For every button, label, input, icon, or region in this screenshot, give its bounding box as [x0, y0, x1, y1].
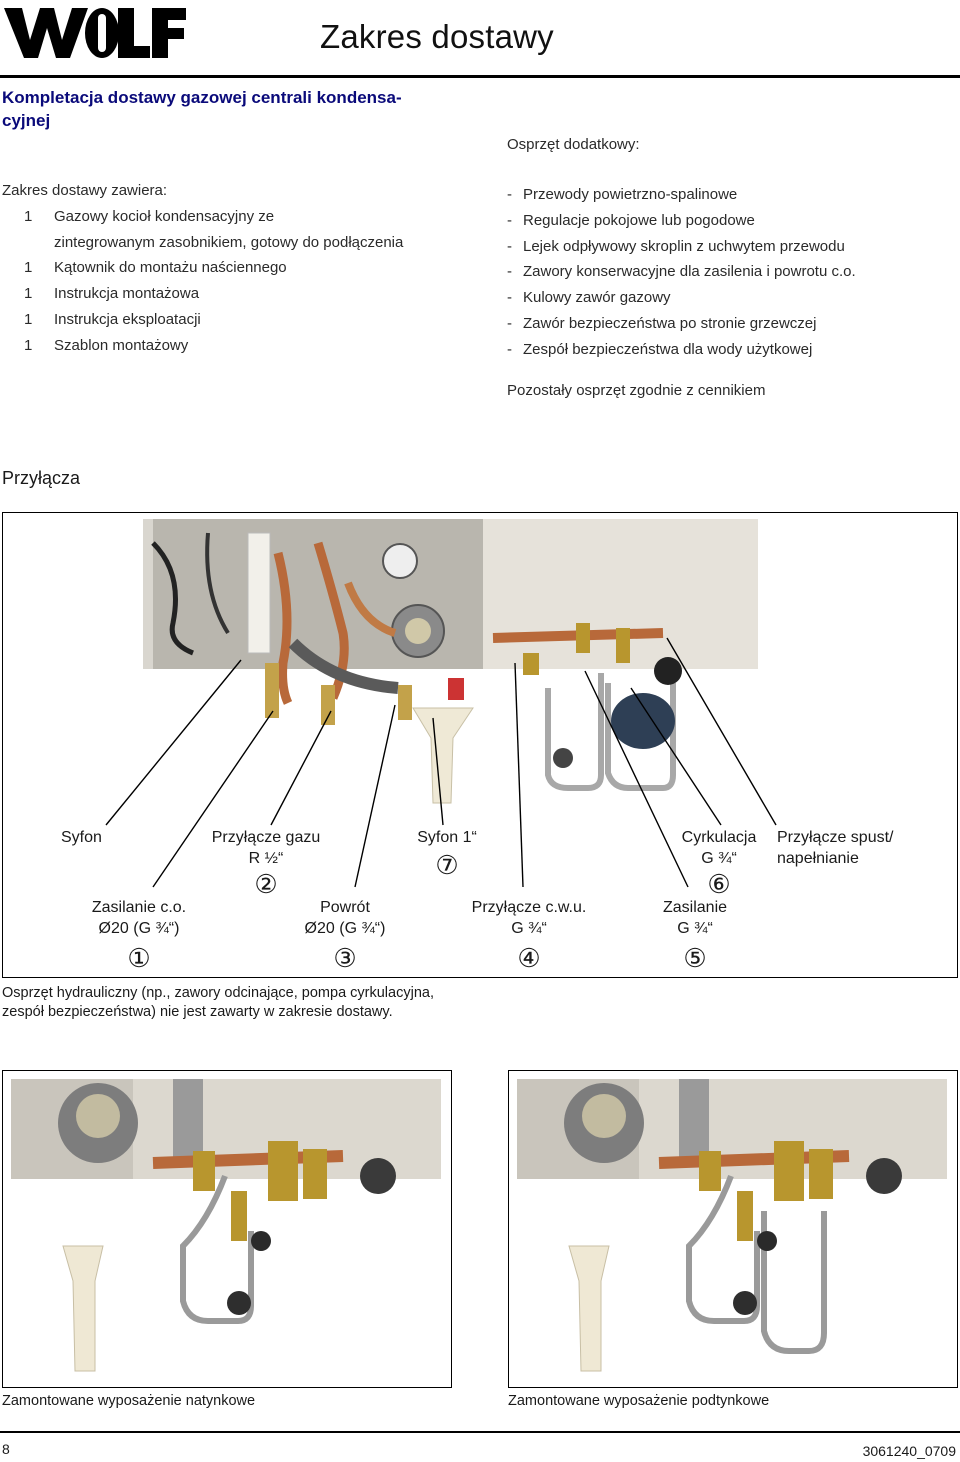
item-qty: 1 — [24, 285, 33, 303]
boiler-connections-illustration — [105, 519, 777, 888]
item-text: Szablon montażowy — [54, 336, 189, 354]
page-number: 8 — [2, 1441, 10, 1457]
list-item: 1 Instrukcja eksploatacji — [24, 307, 492, 333]
list-item: -Lejek odpływowy skroplin z uchwytem prz… — [507, 234, 957, 260]
accessories-note: Pozostały osprzęt zgodnie z cennikiem — [507, 382, 766, 399]
delivery-heading: Kompletacja dostawy gazowej centrali kon… — [2, 86, 472, 132]
label-drain-line2: napełnianie — [777, 850, 859, 867]
callout-number-7: ⑦ — [435, 850, 459, 880]
list-item: -Regulacje pokojowe lub pogodowe — [507, 208, 957, 234]
photo-flush-mounted — [508, 1070, 958, 1388]
caption-surface-mounted: Zamontowane wyposażenie natynkowe — [2, 1393, 256, 1409]
accessory-text: Regulacje pokojowe lub pogodowe — [523, 211, 755, 229]
item-qty: 1 — [24, 336, 33, 354]
callout-number-2: ② — [254, 869, 278, 899]
label-syfon: Syfon — [61, 829, 102, 846]
delivery-heading-line1: Kompletacja dostawy gazowej centrali kon… — [2, 88, 402, 107]
hydraulic-note-line2: zespół bezpieczeństwa) nie jest zawarty … — [2, 1004, 393, 1020]
list-item: -Zawór bezpieczeństwa po stronie grzewcz… — [507, 311, 957, 337]
callout-number-4: ④ — [517, 943, 541, 973]
label-syfon1-line1: Syfon 1“ — [417, 829, 477, 846]
item-text-cont: zintegrowanym zasobnikiem, gotowy do pod… — [54, 233, 404, 251]
list-item: -Zespół bezpieczeństwa dla wody użytkowe… — [507, 337, 957, 363]
label-drain-fill: Przyłącze spust/ napełnianie — [777, 827, 893, 869]
label-dhw-connection: Przyłącze c.w.u. G ¾“ ④ — [459, 897, 599, 971]
label-circ-line2: G ¾“ — [701, 850, 737, 867]
callout-number-6: ⑥ — [707, 869, 731, 899]
label-supply-line2: G ¾“ — [677, 920, 713, 937]
scope-list: 1 Gazowy kocioł kondensacyjny ze zintegr… — [24, 204, 492, 359]
item-qty: 1 — [24, 310, 33, 328]
hydraulic-note: Osprzęt hydrauliczny (np., zawory odcina… — [2, 984, 482, 1022]
label-supply-line1: Zasilanie — [662, 899, 728, 916]
delivery-heading-line2: cyjnej — [2, 111, 51, 130]
wolf-logo — [2, 4, 188, 62]
bullet-dash: - — [507, 186, 512, 203]
connections-figure: Syfon Przyłącze gazu R ½“ ② Syfon 1“ ⑦ C… — [2, 512, 958, 978]
label-circulation: Cyrkulacja G ¾“ ⑥ — [671, 827, 767, 897]
list-item: 1 Gazowy kocioł kondensacyjny ze zintegr… — [24, 204, 492, 256]
accessory-text: Kulowy zawór gazowy — [523, 289, 671, 307]
label-gas-line1: Przyłącze gazu — [211, 829, 321, 846]
scope-title: Zakres dostawy zawiera: — [2, 182, 168, 199]
accessory-text: Zawory konserwacyjne dla zasilenia i pow… — [523, 263, 856, 281]
label-supply-co-line2: Ø20 (G ¾“) — [98, 920, 180, 937]
accessories-list: -Przewody powietrzno-spalinowe -Regulacj… — [507, 182, 957, 363]
accessory-text: Zawór bezpieczeństwa po stronie grzewcze… — [523, 314, 817, 332]
accessories-title: Osprzęt dodatkowy: — [507, 136, 640, 153]
list-item: 1 Kątownik do montażu naściennego — [24, 255, 492, 281]
surface-mount-illustration — [11, 1079, 441, 1372]
list-item: 1 Szablon montażowy — [24, 333, 492, 359]
list-item: -Zawory konserwacyjne dla zasilenia i po… — [507, 259, 957, 285]
label-supply-co: Zasilanie c.o. Ø20 (G ¾“) ① — [75, 897, 203, 971]
bullet-dash: - — [507, 263, 512, 281]
label-supply: Zasilanie G ¾“ ⑤ — [645, 897, 745, 971]
label-cwu-line2: G ¾“ — [511, 920, 547, 937]
header-divider — [0, 75, 960, 78]
scope-block: Zakres dostawy zawiera: 1 Gazowy kocioł … — [2, 178, 492, 359]
label-circ-line1: Cyrkulacja — [681, 829, 757, 846]
bullet-dash: - — [507, 314, 512, 332]
callout-number-5: ⑤ — [683, 943, 707, 973]
item-text: Instrukcja montażowa — [54, 285, 200, 303]
accessory-text: Lejek odpływowy skroplin z uchwytem prze… — [523, 237, 845, 255]
item-text: Kątownik do montażu naściennego — [54, 259, 287, 277]
label-syfon1: Syfon 1“ ⑦ — [407, 827, 487, 878]
label-return-line2: Ø20 (G ¾“) — [304, 920, 386, 937]
connections-heading: Przyłącza — [2, 468, 81, 488]
bullet-dash: - — [507, 340, 512, 358]
list-item: 1 Instrukcja montażowa — [24, 281, 492, 307]
footer-divider — [0, 1431, 960, 1433]
label-return: Powrót Ø20 (G ¾“) ③ — [285, 897, 405, 971]
bullet-dash: - — [507, 289, 512, 307]
accessory-text: Przewody powietrzno-spalinowe — [523, 186, 738, 203]
label-return-line1: Powrót — [320, 899, 370, 916]
list-item: -Przewody powietrzno-spalinowe — [507, 182, 957, 208]
caption-flush-mounted: Zamontowane wyposażenie podtynkowe — [508, 1393, 770, 1409]
item-qty: 1 — [24, 259, 33, 277]
accessory-text: Zespół bezpieczeństwa dla wody użytkowej — [523, 340, 813, 358]
document-number: 3061240_0709 — [862, 1443, 956, 1459]
callout-number-1: ① — [127, 943, 151, 973]
bullet-dash: - — [507, 237, 512, 255]
flush-mount-illustration — [517, 1079, 947, 1372]
list-item: -Kulowy zawór gazowy — [507, 285, 957, 311]
label-gas-connection: Przyłącze gazu R ½“ ② — [201, 827, 331, 897]
hydraulic-note-line1: Osprzęt hydrauliczny (np., zawory odcina… — [2, 985, 434, 1001]
label-gas-line2: R ½“ — [248, 850, 284, 867]
page-title: Zakres dostawy — [320, 18, 554, 55]
label-supply-co-line1: Zasilanie c.o. — [91, 899, 187, 916]
item-text: Instrukcja eksploatacji — [54, 310, 201, 328]
item-text: Gazowy kocioł kondensacyjny ze — [54, 207, 275, 225]
bullet-dash: - — [507, 211, 512, 229]
photo-surface-mounted — [2, 1070, 452, 1388]
item-qty: 1 — [24, 207, 33, 225]
callout-number-3: ③ — [333, 943, 357, 973]
label-cwu-line1: Przyłącze c.w.u. — [471, 899, 587, 916]
label-drain-line1: Przyłącze spust/ — [777, 829, 894, 846]
